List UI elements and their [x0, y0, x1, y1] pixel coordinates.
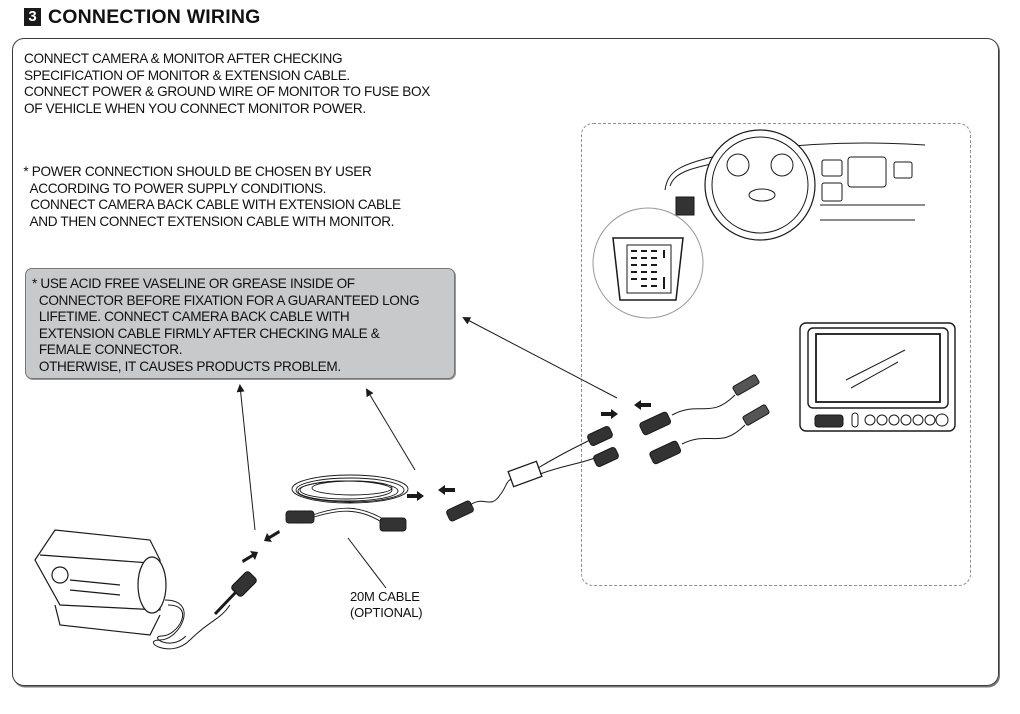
camera-illustration: [34, 529, 257, 650]
content-frame: [12, 38, 999, 686]
leader-line-monitor: [462, 317, 618, 399]
leader-line-cable: [365, 388, 416, 471]
section-title: CONNECTION WIRING: [48, 5, 261, 28]
splitter-connector-top: [587, 425, 613, 447]
section-header: 3 CONNECTION WIRING: [24, 5, 260, 29]
monitor-plug-1: [732, 374, 760, 396]
gauge-left-icon: [726, 153, 750, 177]
camera-connector: [213, 571, 257, 616]
dashboard-illustration: [592, 129, 926, 319]
caution-text: * USE ACID FREE VASELINE OR GREASE INSID…: [32, 276, 420, 374]
leader-line-caption: [347, 537, 387, 589]
cable-caption: 20M CABLE (OPTIONAL): [350, 589, 423, 620]
power-connection-note: * POWER CONNECTION SHOULD BE CHOSEN BY U…: [23, 164, 401, 229]
monitor-speaker-grille: [814, 414, 844, 428]
arrow-icon: [407, 491, 424, 501]
extension-cable-illustration: [285, 474, 409, 532]
fuse-box-small: [675, 196, 695, 216]
connection-arrows: [242, 400, 651, 563]
arrow-icon: [242, 551, 258, 563]
arrow-icon: [634, 400, 651, 410]
splitter-cable-illustration: [446, 425, 619, 522]
radio-icon: [847, 156, 887, 188]
leader-line-camera: [236, 384, 256, 531]
camera-lens-icon: [51, 566, 69, 584]
steering-wheel: [704, 129, 816, 241]
monitor-buttons: [851, 412, 949, 428]
splitter-connector-bottom: [593, 446, 619, 468]
monitor-illustration: [799, 322, 956, 432]
splitter-connector-left: [446, 500, 474, 522]
monitor-cables-illustration: [639, 374, 770, 465]
monitor-screen: [815, 333, 941, 403]
arrow-icon: [438, 485, 455, 495]
monitor-cable-connector-2: [649, 440, 682, 465]
cable-connector-right: [379, 517, 407, 532]
splitter-junction: [507, 460, 543, 488]
step-number-badge: 3: [24, 8, 41, 26]
leader-lines: [236, 317, 618, 589]
vehicle-interior-area: [581, 123, 971, 586]
gauge-right-icon: [770, 153, 794, 177]
cable-connector-left: [285, 510, 315, 524]
monitor-cable-connector-1: [639, 411, 672, 436]
caution-box: * USE ACID FREE VASELINE OR GREASE INSID…: [25, 268, 455, 379]
arrow-icon: [601, 409, 618, 419]
main-instructions: CONNECT CAMERA & MONITOR AFTER CHECKING …: [24, 51, 430, 116]
vent-icon: [821, 159, 843, 177]
monitor-plug-2: [742, 404, 770, 426]
arrow-icon: [264, 530, 280, 542]
vent-icon: [893, 161, 913, 179]
